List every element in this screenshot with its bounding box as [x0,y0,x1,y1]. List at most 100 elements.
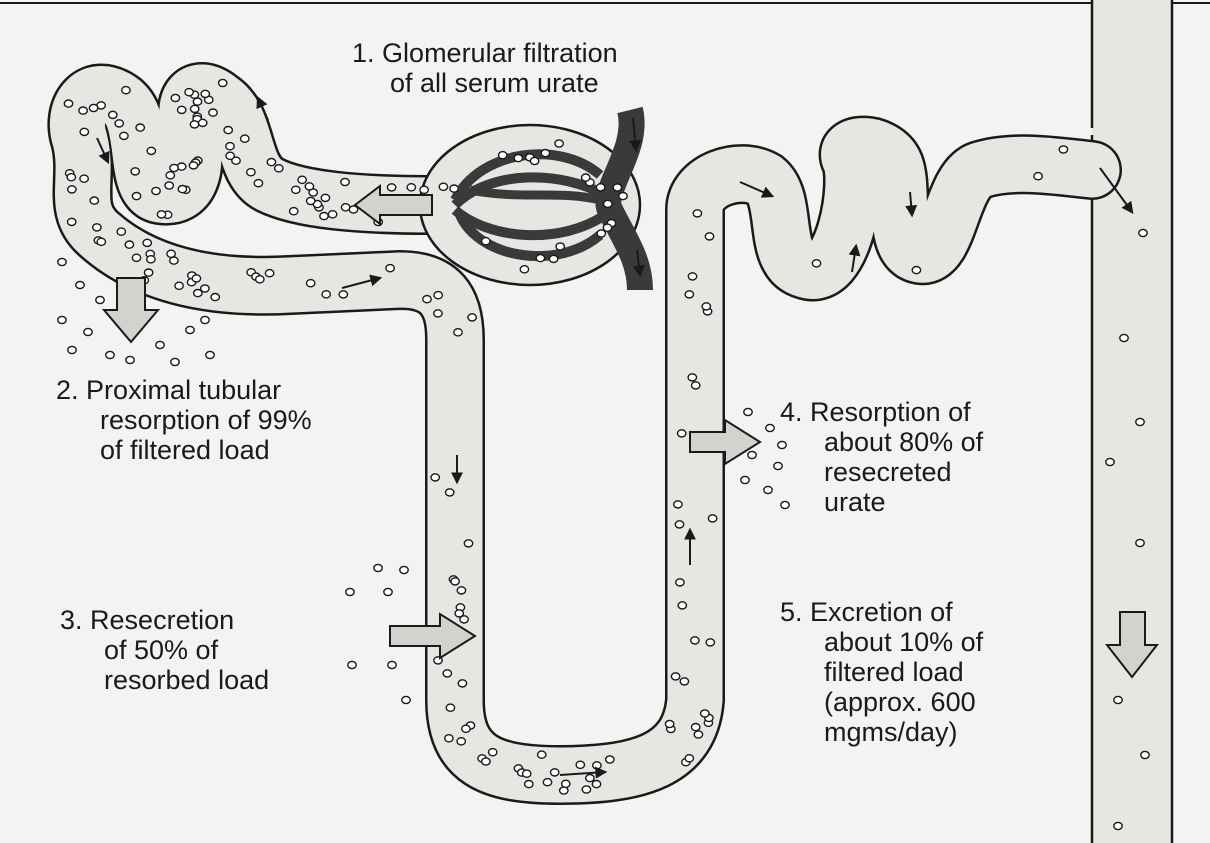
urate-particle-icon [320,213,328,220]
urate-particle-icon [321,194,329,201]
urate-particle-icon [190,121,198,128]
urate-particle-icon [339,291,347,298]
urate-particle-icon [206,351,214,358]
urate-particle-icon [678,602,686,609]
urate-particle-icon [420,186,428,193]
urate-particle-icon [68,218,76,225]
urate-particle-icon [523,770,531,777]
urate-particle-icon [597,230,605,237]
urate-particle-icon [201,316,209,323]
urate-particle-icon [400,566,408,573]
urate-particle-icon [1139,229,1147,236]
urate-particle-icon [592,781,600,788]
urate-particle-icon [685,291,693,298]
urate-particle-icon [109,111,117,118]
urate-particle-icon [307,280,315,287]
urate-particle-icon [551,769,559,776]
urate-particle-icon [741,476,749,483]
urate-particle-icon [201,90,209,97]
urate-particle-icon [178,186,186,193]
urate-particle-icon [76,281,84,288]
urate-particle-icon [691,637,699,644]
urate-particle-icon [178,106,186,113]
urate-particle-icon [1136,539,1144,546]
urate-particle-icon [692,382,700,389]
urate-particle-icon [764,486,772,493]
label-resecretion: 3. Resecretion of 50% of resorbed load [60,605,269,695]
urate-particle-icon [80,128,88,135]
urate-particle-icon [692,724,700,731]
urate-particle-icon [131,168,139,175]
urate-particle-icon [680,678,688,685]
urate-particle-icon [348,661,356,668]
urate-particle-icon [606,756,614,763]
urate-particle-icon [1034,173,1042,180]
urate-particle-icon [454,329,462,336]
urate-particle-icon [596,184,604,191]
urate-particle-icon [538,751,546,758]
urate-particle-icon [446,489,454,496]
urate-particle-icon [307,197,315,204]
urate-particle-icon [694,731,702,738]
urate-particle-icon [431,474,439,481]
urate-particle-icon [157,211,165,218]
urate-particle-icon [1106,458,1114,465]
urate-particle-icon [125,241,133,248]
urate-particle-icon [170,164,178,171]
urate-particle-icon [530,157,538,164]
urate-particle-icon [912,267,920,274]
urate-particle-icon [143,239,151,246]
urate-particle-icon [156,341,164,348]
urate-particle-icon [701,710,709,717]
urate-particle-icon [341,178,349,185]
urate-particle-icon [68,346,76,353]
urate-particle-icon [562,780,570,787]
urate-particle-icon [708,515,716,522]
urate-particle-icon [1059,146,1067,153]
urate-particle-icon [1136,418,1144,425]
urate-particle-icon [1141,751,1149,758]
urate-particle-icon [744,408,752,415]
urate-particle-icon [115,120,123,127]
urate-particle-icon [812,260,820,267]
urate-particle-icon [171,358,179,365]
urate-particle-icon [748,451,756,458]
urate-particle-icon [84,328,92,335]
urate-particle-icon [189,162,197,169]
urate-particle-icon [549,255,557,262]
urate-particle-icon [665,720,673,727]
urate-particle-icon [1114,696,1122,703]
urate-particle-icon [67,174,75,181]
urate-particle-icon [171,94,179,101]
urate-particle-icon [211,294,219,301]
urate-particle-icon [126,356,134,363]
label-glomerular-filtration: 1. Glomerular filtration of all serum ur… [352,38,618,98]
urate-particle-icon [267,159,275,166]
urate-particle-icon [489,749,497,756]
urate-particle-icon [136,124,144,131]
urate-particle-icon [468,314,476,321]
urate-particle-icon [256,276,264,283]
urate-particle-icon [117,228,125,235]
urate-particle-icon [619,193,627,200]
urate-particle-icon [464,540,472,547]
urate-particle-icon [68,186,76,193]
urate-particle-icon [122,87,130,94]
urate-particle-icon [89,104,97,111]
urate-particle-icon [543,779,551,786]
urate-particle-icon [462,725,470,732]
urate-particle-icon [439,183,447,190]
urate-particle-icon [603,224,611,231]
urate-particle-icon [226,143,234,150]
urate-particle-icon [499,152,507,159]
urate-particle-icon [688,374,696,381]
urate-particle-icon [224,127,232,134]
urate-particle-icon [445,735,453,742]
urate-particle-icon [247,169,255,176]
urate-particle-icon [265,270,273,277]
urate-particle-icon [191,105,199,112]
label-excretion: 5. Excretion of about 10% of filtered lo… [780,597,983,747]
urate-particle-icon [766,424,774,431]
urate-particle-icon [96,296,104,303]
urate-particle-icon [328,211,336,218]
